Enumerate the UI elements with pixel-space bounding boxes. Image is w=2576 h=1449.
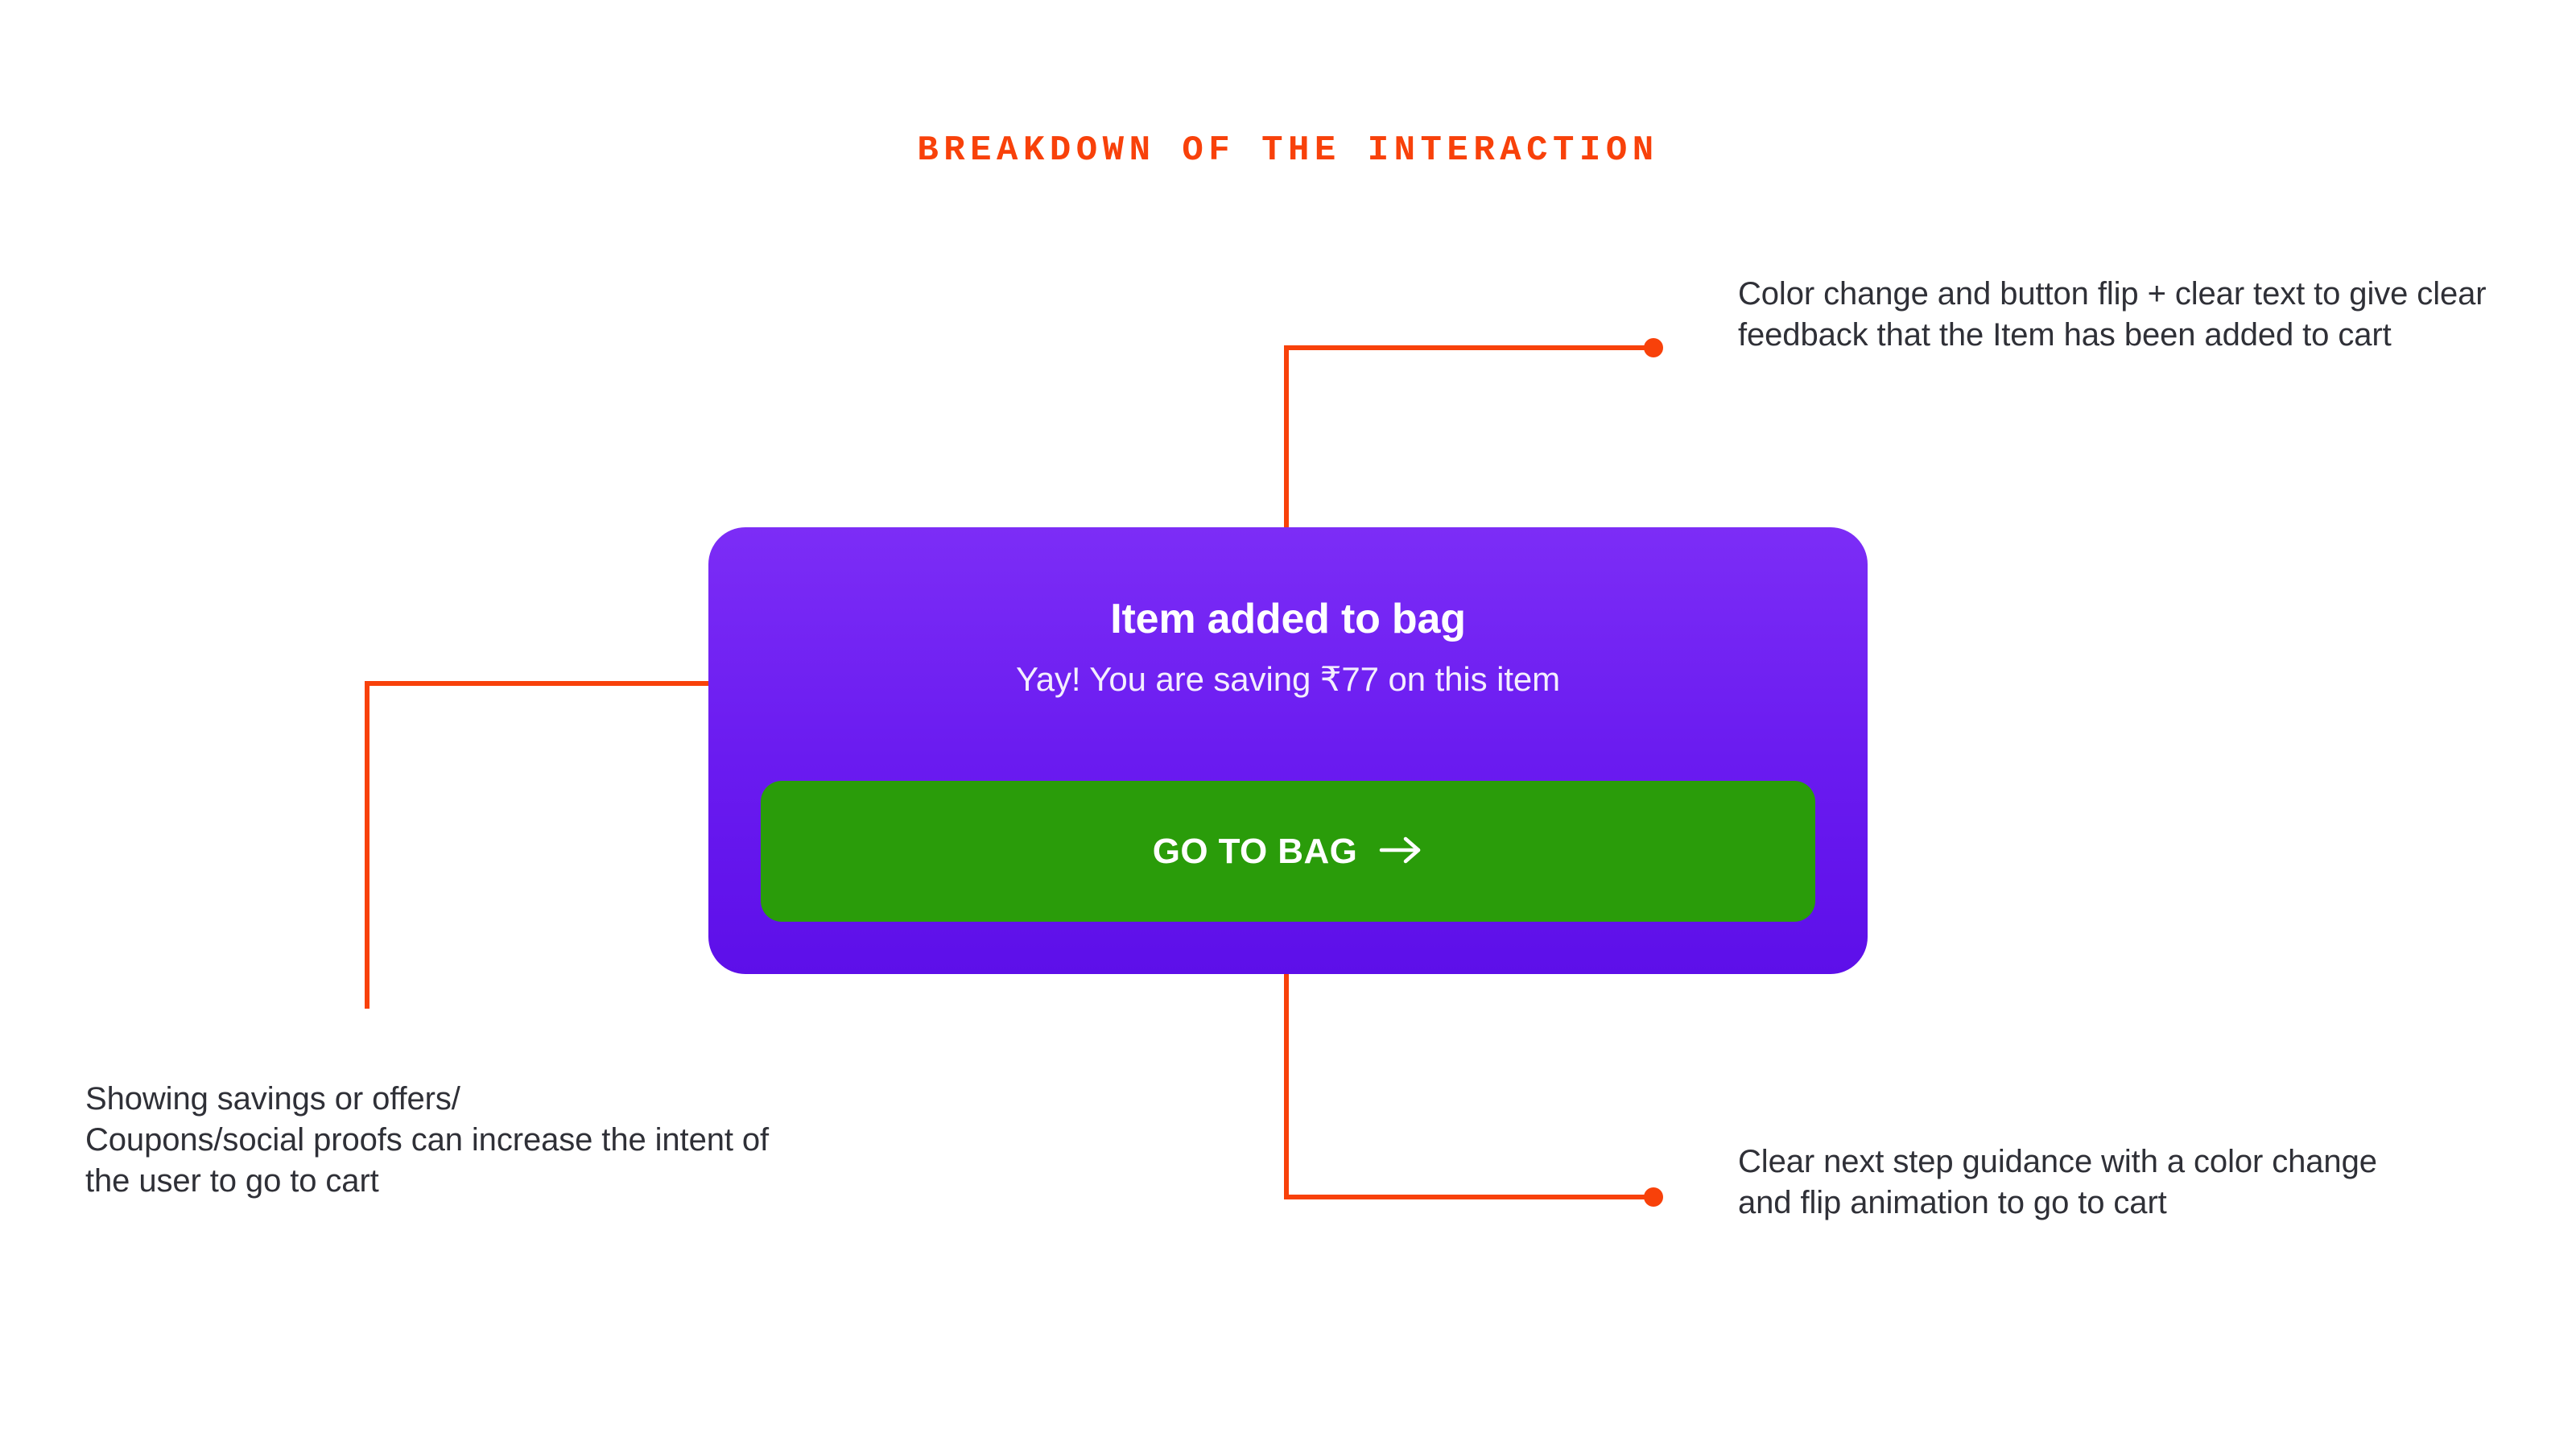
go-to-bag-label: GO TO BAG: [1152, 831, 1358, 871]
annotation-bottom-right: Clear next step guidance with a color ch…: [1738, 1144, 2377, 1221]
annotation-bottom-left: Showing savings or offers/ Coupons/socia…: [85, 1081, 770, 1199]
arrow-right-icon: [1378, 834, 1423, 869]
connector-path-top-right: [1284, 345, 1651, 534]
connector-path-bottom-right: [1284, 968, 1651, 1199]
go-to-bag-button[interactable]: GO TO BAG: [761, 781, 1815, 922]
added-to-bag-card: Item added to bag Yay! You are saving ₹7…: [708, 527, 1868, 974]
card-heading: Item added to bag: [1110, 596, 1466, 642]
card-savings-subtitle: Yay! You are saving ₹77 on this item: [1015, 660, 1561, 698]
connector-dot-bottom-right: [1644, 1187, 1663, 1207]
connector-dot-top-right: [1644, 338, 1663, 357]
annotation-top-right: Color change and button flip + clear tex…: [1738, 276, 2487, 353]
page-title: BREAKDOWN OF THE INTERACTION: [917, 130, 1659, 171]
